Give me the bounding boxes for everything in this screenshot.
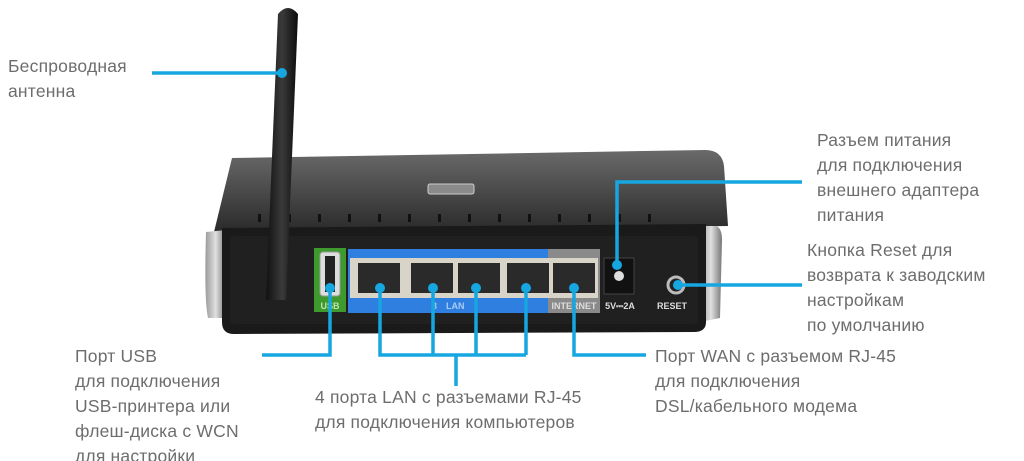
vent-slots — [258, 214, 651, 222]
usb-callout-line — [262, 288, 332, 357]
left-side-trim — [205, 230, 226, 318]
wan-label: Порт WAN с разъемом RJ-45 для подключени… — [655, 344, 896, 419]
reset-label-line: возврата к заводским — [807, 265, 986, 285]
lan-label-line: для подключения компьютеров — [315, 412, 575, 432]
power-label: Разъем питания для подключения внешнего … — [817, 128, 979, 228]
lan-text: LAN — [446, 301, 465, 311]
wan-label-line: DSL/кабельного модема — [655, 396, 858, 416]
power-label-line: внешнего адаптера — [817, 180, 980, 200]
lan-label: 4 порта LAN с разъемами RJ-45 для подклю… — [315, 385, 582, 435]
usb-label-line: для подключения — [75, 371, 221, 391]
wan-label-line: для подключения — [655, 371, 801, 391]
reset-text: RESET — [657, 301, 688, 311]
antenna — [266, 8, 298, 300]
antenna-label: Беспроводная антенна — [8, 54, 127, 104]
callout-lines — [152, 71, 802, 386]
reset-label: Кнопка Reset для возврата к заводским на… — [807, 238, 986, 338]
usb-label-line: USB-принтера или — [75, 396, 231, 416]
power-rating: 5V⎓2A — [605, 301, 635, 311]
power-label-line: Разъем питания — [817, 130, 952, 150]
power-label-line: питания — [817, 205, 885, 225]
usb-label-line: флеш-диска с WCN — [75, 421, 239, 441]
wan-label-line: Порт WAN с разъемом RJ-45 — [655, 346, 897, 366]
lan-label-line: 4 порта LAN с разъемами RJ-45 — [315, 387, 582, 407]
reset-label-line: Кнопка Reset для — [807, 240, 953, 260]
callout-dots — [277, 68, 683, 293]
power-callout-line — [615, 180, 802, 265]
reset-label-line: по умолчанию — [807, 315, 925, 335]
antenna-label-line: антенна — [8, 81, 76, 101]
lan-callout-line — [378, 288, 528, 386]
wan-callout-line — [572, 288, 646, 357]
usb-label-line: для настройки — [75, 446, 196, 461]
usb-label: Порт USB для подключения USB-принтера ил… — [75, 344, 239, 461]
brand-logo-plate — [427, 183, 475, 195]
power-label-line: для подключения — [817, 155, 963, 175]
usb-label-line: Порт USB — [75, 346, 158, 366]
antenna-label-line: Беспроводная — [8, 56, 127, 76]
reset-label-line: настройкам — [807, 290, 905, 310]
